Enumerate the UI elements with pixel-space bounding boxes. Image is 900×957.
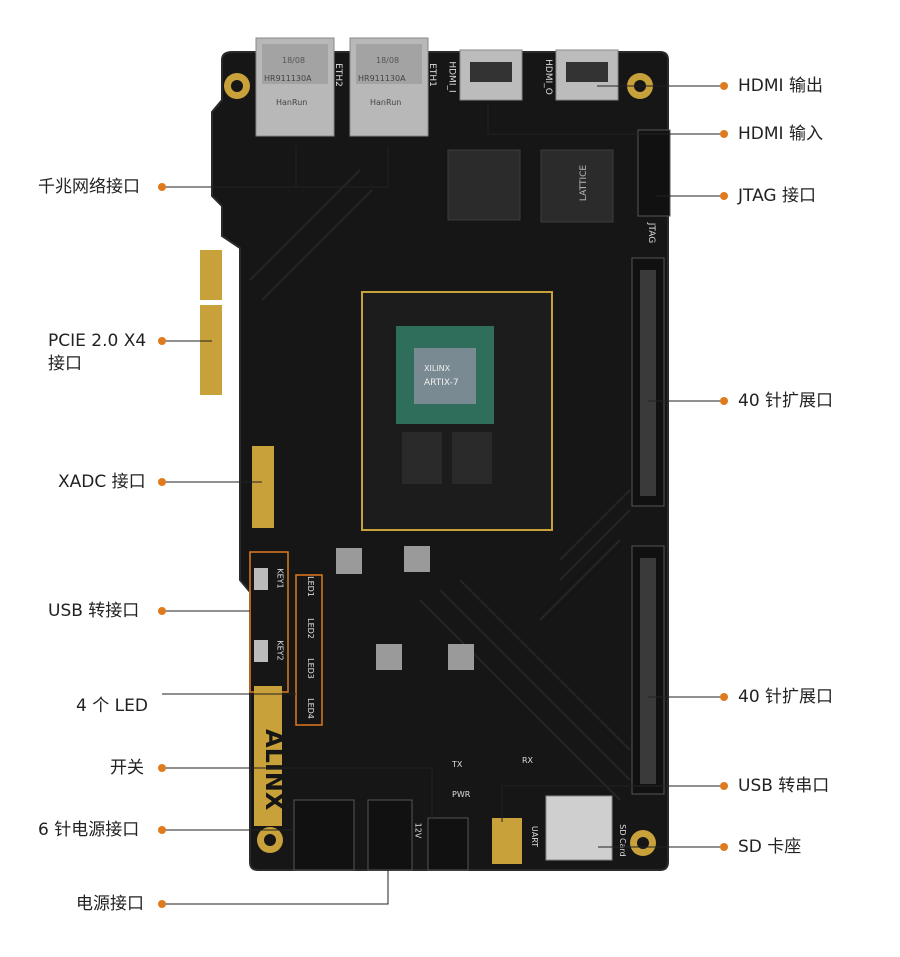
callout-xadc: XADC 接口	[58, 472, 146, 492]
line-gigabit	[162, 146, 297, 188]
callout-pcie-line1: PCIE 2.0 X4	[48, 331, 147, 351]
rj45-ports	[255, 37, 429, 137]
silk-pwr: PWR	[452, 790, 471, 799]
callout-led: 4 个 LED	[76, 696, 148, 716]
silk-rj45-date-1: 18/08	[282, 56, 306, 65]
line-power	[162, 870, 389, 905]
callout-exp2: 40 针扩展口	[738, 687, 834, 707]
callout-usb-uart: USB 转串口	[738, 776, 830, 796]
silk-fpga: ARTIX-7	[424, 378, 459, 388]
callout-pcie-line2: 接口	[48, 354, 82, 374]
silk-tx: TX	[452, 760, 463, 769]
silk-rj45-brand-1: HanRun	[276, 98, 308, 107]
callout-hdmi-out: HDMI 输出	[738, 76, 823, 96]
hdmi-connectors	[459, 49, 619, 101]
xadc-header	[252, 446, 274, 528]
silk-rj45-date-2: 18/08	[376, 56, 400, 65]
pcie-fingers	[200, 250, 222, 395]
callout-hdmi-in: HDMI 输入	[738, 124, 823, 144]
silk-rj45-code-1: HR911130A	[264, 74, 312, 83]
callout-exp1: 40 针扩展口	[738, 391, 834, 411]
callout-gigabit: 千兆网络接口	[38, 177, 140, 197]
ic-left	[447, 149, 521, 221]
callout-sd: SD 卡座	[738, 837, 802, 857]
six-pin-power	[293, 799, 355, 871]
usb-mini	[492, 818, 522, 864]
jtag-header	[637, 129, 671, 217]
dc-jack	[367, 799, 413, 871]
callout-usb-bridge: USB 转接口	[48, 601, 140, 621]
line-usb-uart	[501, 785, 724, 822]
callout-power6: 6 针电源接口	[38, 820, 140, 840]
silk-fpga-brand: XILINX	[424, 364, 451, 373]
callout-switch: 开关	[110, 758, 144, 778]
power-switch	[427, 817, 469, 871]
line-gigabit-2	[296, 146, 389, 188]
line-hdmi-in	[487, 104, 724, 135]
sd-slot	[545, 795, 613, 861]
line-switch	[162, 767, 433, 820]
callout-power: 电源接口	[76, 894, 144, 914]
silk-rx: RX	[522, 756, 534, 765]
silk-rj45-code-2: HR911130A	[358, 74, 406, 83]
ic-lattice	[540, 149, 614, 223]
silk-rj45-brand-2: HanRun	[370, 98, 402, 107]
callout-jtag: JTAG 接口	[738, 186, 816, 206]
